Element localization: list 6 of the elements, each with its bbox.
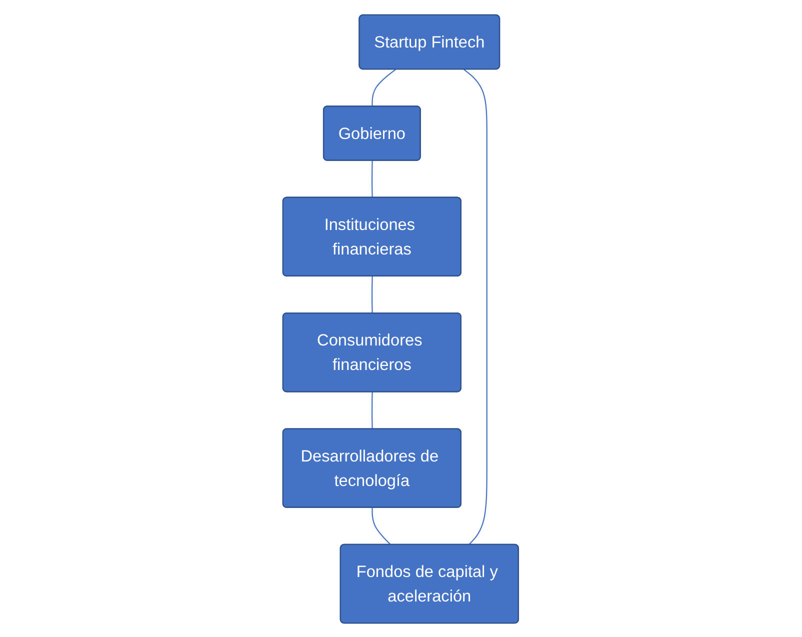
connector xyxy=(372,160,374,198)
connector xyxy=(464,68,488,545)
connector xyxy=(372,276,374,313)
connector xyxy=(372,68,396,106)
connector xyxy=(372,507,392,545)
connector xyxy=(372,392,374,429)
